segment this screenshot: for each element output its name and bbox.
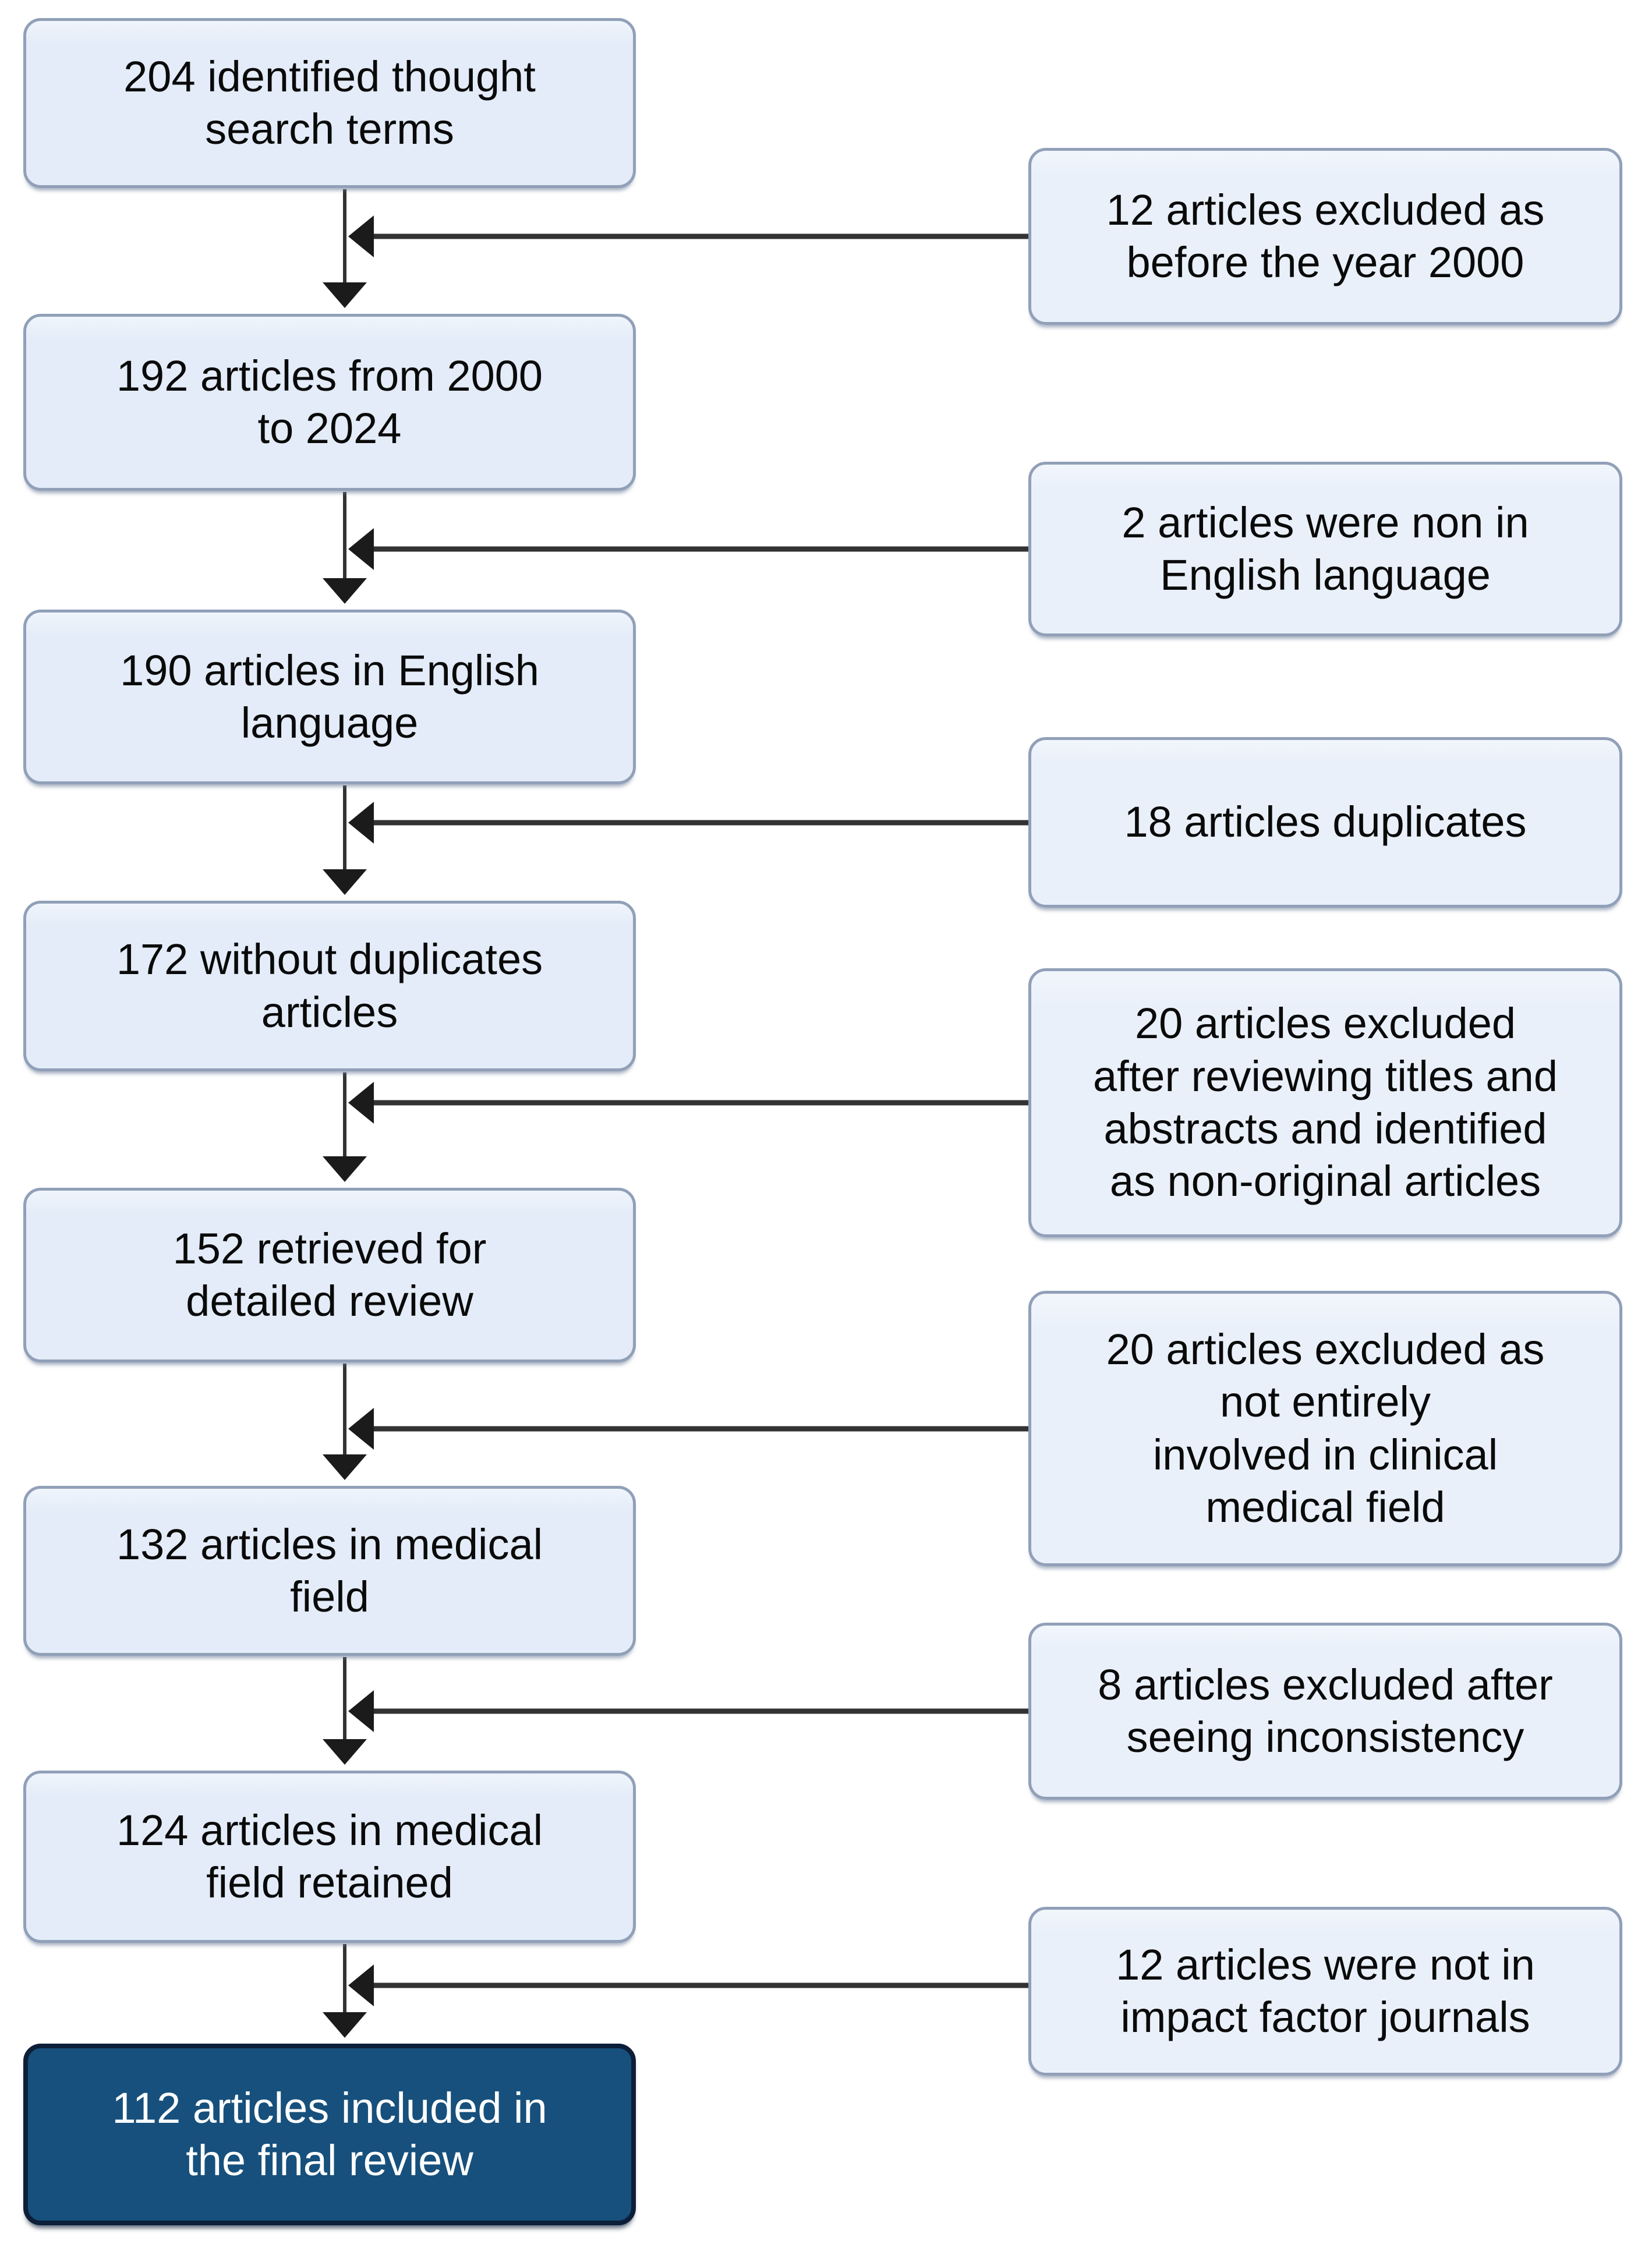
connector-row-3 bbox=[323, 785, 1030, 895]
flow-step-english: 190 articles in English language bbox=[23, 610, 636, 784]
flow-step-deduplicated: 172 without duplicates articles bbox=[23, 901, 636, 1071]
exclusion-no-impact-factor: 12 articles were not in impact factor jo… bbox=[1028, 1907, 1622, 2076]
exclusion-non-english: 2 articles were non in English language bbox=[1028, 462, 1622, 636]
flow-step-final-included: 112 articles included in the final revie… bbox=[23, 2044, 636, 2225]
exclusion-non-clinical: 20 articles excluded as not entirely inv… bbox=[1028, 1291, 1622, 1566]
flow-step-identified: 204 identified thought search terms bbox=[23, 18, 636, 188]
exclusion-label: 8 articles excluded after seeing inconsi… bbox=[1098, 1660, 1553, 1761]
connector-row-4 bbox=[323, 1072, 1030, 1182]
exclusion-label: 18 articles duplicates bbox=[1124, 798, 1527, 847]
exclusion-non-original: 20 articles excluded after reviewing tit… bbox=[1028, 968, 1622, 1237]
exclusion-inconsistency: 8 articles excluded after seeing inconsi… bbox=[1028, 1623, 1622, 1800]
flow-step-medical-field: 132 articles in medical field bbox=[23, 1486, 636, 1656]
flow-step-retained: 124 articles in medical field retained bbox=[23, 1771, 636, 1943]
connector-row-6 bbox=[323, 1657, 1030, 1765]
flow-step-year-filtered: 192 articles from 2000 to 2024 bbox=[23, 314, 636, 491]
flow-step-label: 172 without duplicates articles bbox=[116, 935, 543, 1036]
exclusion-before-2000: 12 articles excluded as before the year … bbox=[1028, 148, 1622, 325]
flow-step-label: 192 articles from 2000 to 2024 bbox=[116, 351, 543, 452]
flow-step-label: 132 articles in medical field bbox=[116, 1520, 543, 1621]
exclusion-label: 12 articles were not in impact factor jo… bbox=[1116, 1940, 1535, 2041]
flow-step-retrieved: 152 retrieved for detailed review bbox=[23, 1188, 636, 1362]
flow-step-label: 190 articles in English language bbox=[120, 646, 539, 747]
exclusion-label: 20 articles excluded after reviewing tit… bbox=[1093, 999, 1558, 1206]
flow-step-label: 124 articles in medical field retained bbox=[116, 1805, 543, 1907]
exclusion-duplicates: 18 articles duplicates bbox=[1028, 737, 1622, 908]
flow-step-label: 204 identified thought search terms bbox=[123, 52, 536, 153]
exclusion-label: 20 articles excluded as not entirely inv… bbox=[1106, 1325, 1545, 1531]
exclusion-label: 12 articles excluded as before the year … bbox=[1106, 185, 1545, 286]
flow-step-label: 112 articles included in the final revie… bbox=[112, 2083, 547, 2185]
connector-row-5 bbox=[323, 1364, 1030, 1480]
connector-row-2 bbox=[323, 492, 1030, 604]
exclusion-label: 2 articles were non in English language bbox=[1122, 498, 1529, 599]
connector-row-7 bbox=[323, 1944, 1030, 2038]
flow-step-label: 152 retrieved for detailed review bbox=[172, 1224, 487, 1325]
connector-row-1 bbox=[323, 189, 1030, 308]
